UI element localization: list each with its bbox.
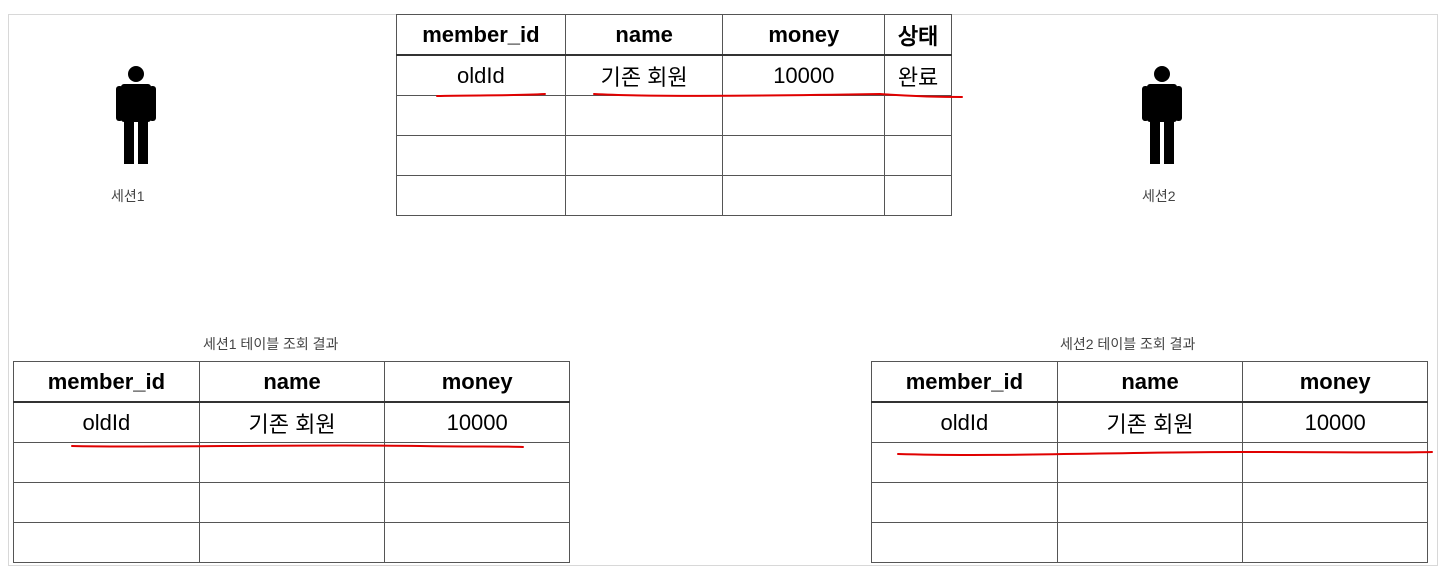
empty-row — [871, 442, 1428, 483]
empty-row — [396, 135, 952, 176]
empty-row — [396, 95, 952, 136]
session1-result-caption: 세션1 테이블 조회 결과 — [203, 336, 339, 352]
empty-row — [396, 175, 952, 216]
cell-member-id: oldId — [871, 401, 1058, 443]
session1-label: 세션1 — [111, 188, 145, 204]
person-icon — [1142, 66, 1182, 164]
table-row: oldId 기존 회원 10000 완료 — [396, 54, 952, 96]
cell-member-id: oldId — [396, 54, 566, 96]
main-db-table: member_id name money 상태 oldId 기존 회원 1000… — [396, 14, 952, 216]
cell-name: 기존 회원 — [198, 401, 386, 443]
cell-member-id: oldId — [13, 401, 200, 443]
empty-row — [13, 482, 570, 523]
column-header-name: name — [564, 14, 724, 56]
column-header-status: 상태 — [884, 14, 952, 56]
empty-row — [871, 482, 1428, 523]
table-header-row: member_id name money — [871, 361, 1428, 403]
session2-label: 세션2 — [1142, 188, 1176, 204]
column-header-member-id: member_id — [871, 361, 1058, 403]
empty-row — [871, 522, 1428, 563]
empty-row — [13, 522, 570, 563]
table-header-row: member_id name money — [13, 361, 570, 403]
person-icon — [116, 66, 156, 164]
column-header-money: money — [1242, 361, 1428, 403]
session2-result-caption: 세션2 테이블 조회 결과 — [1060, 336, 1196, 352]
column-header-name: name — [1056, 361, 1244, 403]
cell-money: 10000 — [384, 401, 570, 443]
empty-row — [13, 442, 570, 483]
cell-name: 기존 회원 — [564, 54, 724, 96]
table-header-row: member_id name money 상태 — [396, 14, 952, 56]
column-header-money: money — [384, 361, 570, 403]
column-header-money: money — [722, 14, 886, 56]
column-header-member-id: member_id — [396, 14, 566, 56]
table-row: oldId 기존 회원 10000 — [13, 401, 570, 443]
table-row: oldId 기존 회원 10000 — [871, 401, 1428, 443]
session1-result-table: member_id name money oldId 기존 회원 10000 — [13, 361, 570, 563]
column-header-member-id: member_id — [13, 361, 200, 403]
cell-status: 완료 — [884, 54, 952, 96]
cell-money: 10000 — [1242, 401, 1428, 443]
session2-result-table: member_id name money oldId 기존 회원 10000 — [871, 361, 1428, 563]
cell-name: 기존 회원 — [1056, 401, 1244, 443]
cell-money: 10000 — [722, 54, 886, 96]
column-header-name: name — [198, 361, 386, 403]
